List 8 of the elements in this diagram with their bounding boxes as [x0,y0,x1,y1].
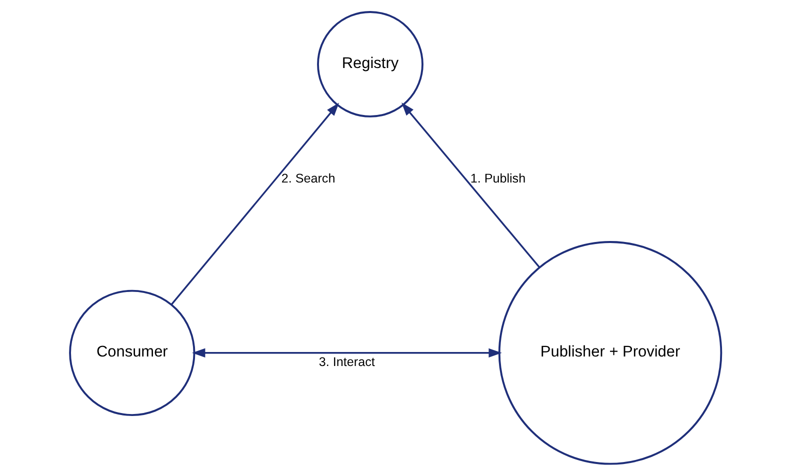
arrow [170,102,340,306]
arrow [402,102,540,268]
edge-label: 3. Interact [318,354,375,369]
node-circle: Consumer [69,290,196,416]
arrow [192,348,502,358]
node-circle: Publisher + Provider [498,241,722,465]
edge-label: 2. Search [281,171,336,186]
edge-label: 1. Publish [470,171,526,186]
